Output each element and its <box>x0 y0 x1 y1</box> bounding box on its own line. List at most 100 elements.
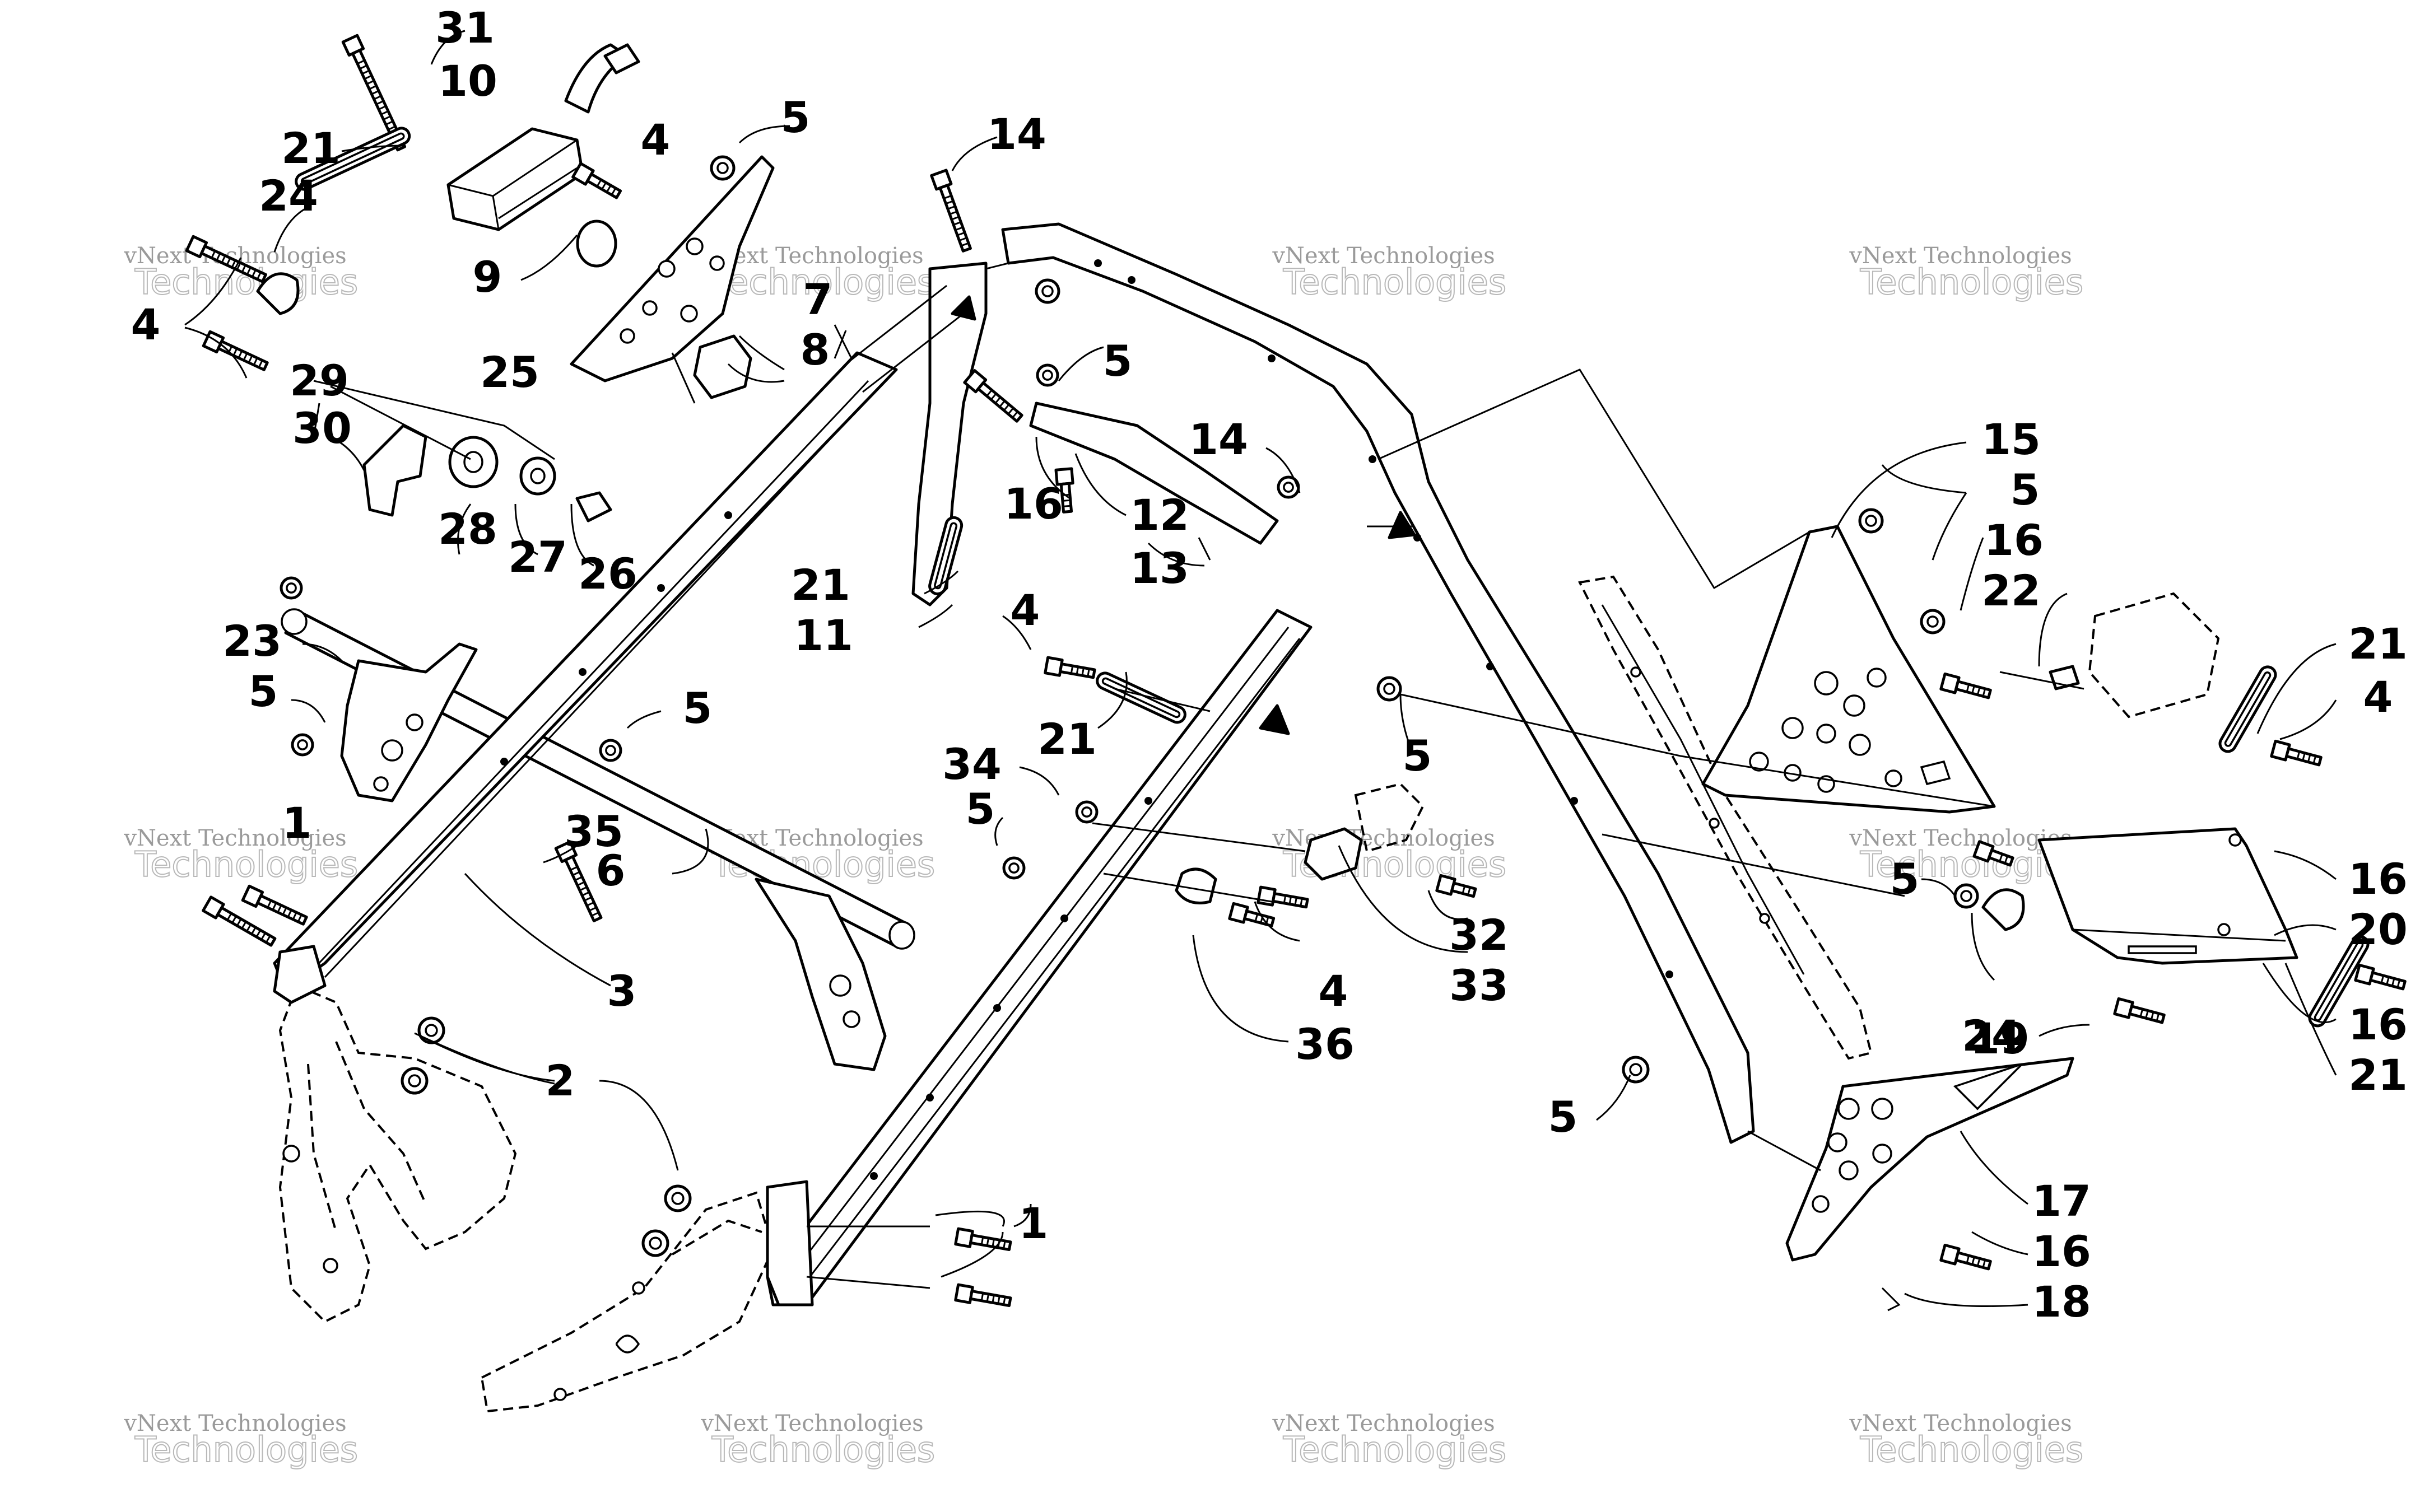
center-channel-beam <box>766 609 1313 1306</box>
switch <box>693 334 752 399</box>
watermark-text: Technologies <box>1283 262 1506 302</box>
callout-c14b: 14 <box>1189 414 1248 464</box>
upper-bent-frame <box>911 222 1755 1144</box>
electrical-box-10 <box>446 43 640 231</box>
watermark-text: vNext Technologies <box>700 1411 923 1436</box>
callout-c8: 8 <box>801 325 830 375</box>
callout-c30: 30 <box>292 403 352 453</box>
callout-c17: 17 <box>2032 1176 2091 1226</box>
cross-bar-assembly <box>281 608 915 1071</box>
left-channel-beam <box>273 351 898 1004</box>
bolt <box>1939 1243 1992 1271</box>
nut <box>1858 508 1884 534</box>
watermark-text: vNext Technologies <box>1849 825 2072 851</box>
callout-c26: 26 <box>578 549 637 599</box>
callout-c5f: 5 <box>1403 731 1432 781</box>
nut <box>710 155 736 181</box>
leader-lines <box>184 30 2337 1307</box>
callout-c25: 25 <box>480 347 539 397</box>
callout-c18: 18 <box>2032 1277 2091 1327</box>
callout-c24a: 24 <box>259 171 318 221</box>
left-chassis-reference <box>278 984 775 1413</box>
washer-hole <box>530 468 546 484</box>
bolt <box>2270 739 2323 767</box>
callout-c5i: 5 <box>1548 1092 1578 1142</box>
watermark-text: vNext Technologies <box>1272 1411 1495 1436</box>
plug-33 <box>1304 827 1363 881</box>
bolt <box>954 1283 1012 1307</box>
watermark-text: vNext Technologies <box>123 1411 346 1436</box>
watermark-text: vNext Technologies <box>1849 243 2072 269</box>
nut <box>1953 883 1979 909</box>
watermark-text: Technologies <box>711 1429 935 1470</box>
bolt <box>1939 672 1992 699</box>
callout-c21b: 21 <box>791 560 850 610</box>
plate-7 <box>570 155 775 382</box>
bracket-12 <box>1029 402 1279 545</box>
bolt <box>185 235 267 283</box>
callout-c4b: 4 <box>131 300 161 349</box>
callout-c31: 31 <box>435 3 495 53</box>
callout-c10: 10 <box>438 56 497 106</box>
watermark-text: vNext Technologies <box>1272 825 1495 851</box>
plate-17 <box>1785 1057 2074 1262</box>
watermark-text: Technologies <box>1283 1429 1506 1470</box>
callout-c23: 23 <box>222 616 282 666</box>
watermark-text: Technologies <box>711 262 935 302</box>
callout-c34: 34 <box>942 739 1002 789</box>
bracket-29 <box>362 424 427 517</box>
callout-c21c: 21 <box>1037 714 1097 764</box>
callout-c21e: 21 <box>2348 1050 2408 1100</box>
callout-c13: 13 <box>1130 543 1189 593</box>
callout-c27: 27 <box>508 532 567 582</box>
callout-c5e: 5 <box>966 784 995 834</box>
washer-hole <box>463 451 483 473</box>
callout-c15: 15 <box>1981 414 2041 464</box>
nut <box>599 739 622 762</box>
callout-c5d: 5 <box>683 683 713 733</box>
bolt <box>1054 467 1074 514</box>
callout-c5a: 5 <box>781 92 811 142</box>
clip-36 <box>1175 867 1217 904</box>
watermark-text: Technologies <box>1860 1429 2083 1470</box>
callout-c3: 3 <box>607 966 637 1016</box>
strap <box>1096 671 1186 724</box>
bolt <box>1972 840 2014 867</box>
watermark-text: vNext Technologies <box>1849 1411 2072 1436</box>
watermark-text: vNext Technologies <box>123 825 346 851</box>
small-parts <box>185 34 2407 1312</box>
callout-c16d: 16 <box>2348 1000 2408 1049</box>
nut <box>280 576 303 600</box>
bolt <box>2354 963 2407 991</box>
callout-c1b: 1 <box>1019 1198 1049 1248</box>
callout-c16b: 16 <box>1984 515 2044 565</box>
callout-c12: 12 <box>1130 490 1189 540</box>
callout-c4a: 4 <box>641 115 671 165</box>
bolt <box>963 369 1023 423</box>
callout-c16e: 16 <box>2032 1226 2091 1276</box>
callout-c5g: 5 <box>2011 465 2040 515</box>
nut <box>401 1067 429 1095</box>
nut <box>1920 609 1946 634</box>
bolt <box>954 1227 1012 1251</box>
callout-c16c: 16 <box>2348 854 2408 904</box>
nut <box>1622 1056 1650 1084</box>
callout-c28: 28 <box>438 504 497 554</box>
callout-c9: 9 <box>473 252 502 302</box>
callout-c14a: 14 <box>987 109 1046 159</box>
strap <box>928 516 964 595</box>
callout-c5c: 5 <box>249 666 278 716</box>
bolt <box>241 884 308 926</box>
watermark-text: Technologies <box>1860 262 2083 302</box>
callout-c1a: 1 <box>282 798 312 848</box>
nut <box>1036 363 1059 387</box>
nut <box>417 1016 445 1044</box>
clip <box>256 272 300 315</box>
callout-c21d: 21 <box>2348 619 2408 669</box>
relay-box <box>2088 592 2220 718</box>
callout-c6: 6 <box>596 846 626 895</box>
callout-c29: 29 <box>290 356 349 405</box>
callout-c4c: 4 <box>1011 585 1040 635</box>
